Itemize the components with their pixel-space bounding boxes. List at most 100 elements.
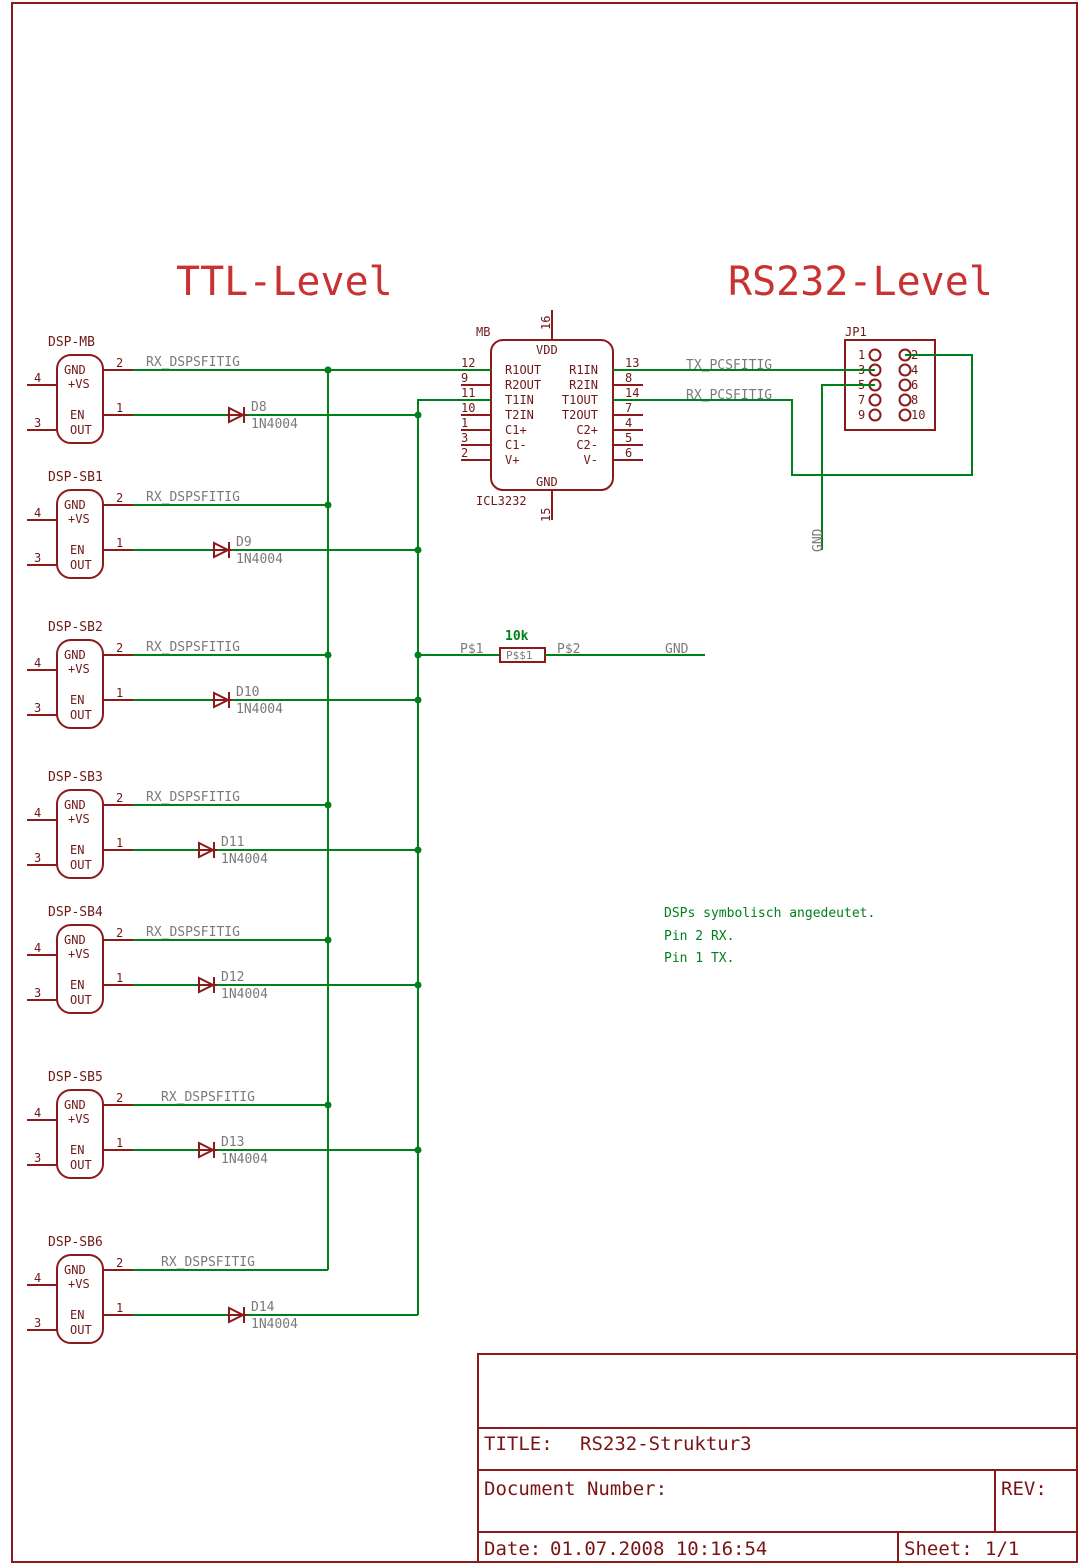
dsp-pin4-number: 4 (34, 1106, 41, 1120)
dsp-block: DSP-SB5GND+VSENOUT4321RX_DSPSFITIGD131N4… (27, 1070, 422, 1179)
diode-symbol (197, 1141, 217, 1159)
dsp-en-label: EN (70, 693, 84, 707)
ic-vdd-pin-number: 16 (539, 316, 553, 330)
dsp-name: DSP-SB1 (48, 470, 103, 485)
diode-ref: D8 (251, 400, 267, 415)
net-rx-dsp: RX_DSPSFITIG (161, 1090, 255, 1105)
diode-symbol (227, 1306, 247, 1324)
t1in-wire (417, 399, 491, 415)
resistor-pin2: P$2 (557, 642, 580, 657)
date-label: Date: (484, 1538, 541, 1560)
dsp-en-label: EN (70, 408, 84, 422)
dsp-out-label: OUT (70, 558, 92, 572)
net-gnd-connector: GND (811, 528, 826, 552)
note-line-3: Pin 1 TX. (664, 951, 734, 966)
diode-type: 1N4004 (251, 417, 298, 432)
dsp-vs-label: +VS (68, 812, 90, 826)
dsp-body (56, 639, 104, 729)
dsp-vs-label: +VS (68, 662, 90, 676)
title-label: TITLE: (484, 1433, 553, 1455)
dsp-body (56, 489, 104, 579)
dsp-pin4-number: 4 (34, 506, 41, 520)
dsp-en-label: EN (70, 843, 84, 857)
sheet-label: Sheet: (904, 1538, 973, 1560)
ic-left-pin-number: 2 (461, 446, 468, 460)
ic-right-pin-name: T2OUT (562, 408, 598, 422)
sheet-value: 1/1 (985, 1538, 1019, 1560)
jp1-pin-pad (898, 408, 912, 422)
jp1-right-pin-number: 8 (911, 393, 918, 407)
dsp-pin1-number: 1 (116, 1301, 123, 1315)
dsp-gnd-label: GND (64, 1098, 86, 1112)
ic-vdd-label: VDD (536, 343, 558, 357)
dsp-pin4-number: 4 (34, 1271, 41, 1285)
diode-type: 1N4004 (221, 852, 268, 867)
dsp-gnd-label: GND (64, 933, 86, 947)
ic-right-pin-number: 13 (625, 356, 639, 370)
dsp-pin2-number: 2 (116, 491, 123, 505)
dsp-pin2-number: 2 (116, 926, 123, 940)
ic-left-pin-number: 3 (461, 431, 468, 445)
dsp-pin4-number: 4 (34, 941, 41, 955)
ic-left-pin-number: 9 (461, 371, 468, 385)
date-value: 01.07.2008 10:16:54 (550, 1538, 767, 1560)
ic-right-pin-name: C2+ (576, 423, 598, 437)
diode-type: 1N4004 (221, 987, 268, 1002)
net-rx-dsp: RX_DSPSFITIG (146, 925, 240, 940)
dsp-block: DSP-SB2GND+VSENOUT4321RX_DSPSFITIGD101N4… (27, 620, 422, 729)
dsp-block: DSP-MBGND+VSENOUT4321RX_DSPSFITIGD81N400… (27, 335, 422, 444)
ic-right-pin-name: R1IN (569, 363, 598, 377)
dsp-name: DSP-SB6 (48, 1235, 103, 1250)
dsp-name: DSP-SB3 (48, 770, 103, 785)
sheet-border (11, 2, 1078, 1563)
ic-right-pin-number: 4 (625, 416, 632, 430)
ic-right-pin-name: C2- (576, 438, 598, 452)
dsp-pin3-number: 3 (34, 851, 41, 865)
dsp-name: DSP-SB4 (48, 905, 103, 920)
note-line-1: DSPs symbolisch angedeutet. (664, 906, 875, 921)
ic-left-pin-name: C1- (505, 438, 527, 452)
diode-symbol (227, 406, 247, 424)
diode-triangle (198, 841, 216, 859)
ic-left-pin-number: 10 (461, 401, 475, 415)
pulldown-resistor: 10k P$1 P$2 P$$1 GND (418, 629, 705, 663)
dsp-pin3-number: 3 (34, 1316, 41, 1330)
ttl-level-heading: TTL-Level (176, 259, 393, 305)
jp1-right-pin-number: 10 (911, 408, 925, 422)
ic-ref: MB (476, 325, 490, 339)
ic-left-pin-number: 1 (461, 416, 468, 430)
resistor-value: 10k (505, 629, 529, 644)
diode-type: 1N4004 (236, 702, 283, 717)
dsp-block: DSP-SB4GND+VSENOUT4321RX_DSPSFITIGD121N4… (27, 905, 422, 1014)
diode-ref: D10 (236, 685, 259, 700)
dsp-name: DSP-MB (48, 335, 95, 350)
dsp-out-label: OUT (70, 1158, 92, 1172)
jp1-pin-pad (898, 393, 912, 407)
jp1-pin-pad (868, 408, 882, 422)
ic-left-pin-name: V+ (505, 453, 519, 467)
dsp-out-label: OUT (70, 423, 92, 437)
jp1-ref: JP1 (845, 325, 867, 339)
diode-triangle (198, 1141, 216, 1159)
dsp-en-label: EN (70, 978, 84, 992)
net-rx-dsp: RX_DSPSFITIG (146, 490, 240, 505)
dsp-blocks: DSP-MBGND+VSENOUT4321RX_DSPSFITIGD81N400… (27, 335, 422, 1344)
dsp-out-label: OUT (70, 708, 92, 722)
dsp-name: DSP-SB5 (48, 1070, 103, 1085)
diode-symbol (197, 976, 217, 994)
dsp-en-label: EN (70, 1308, 84, 1322)
ic-left-pin-number: 12 (461, 356, 475, 370)
diode-ref: D14 (251, 1300, 275, 1315)
dsp-out-label: OUT (70, 1323, 92, 1337)
ic-left-pin-name: T1IN (505, 393, 534, 407)
dsp-vs-label: +VS (68, 377, 90, 391)
rs232-level-heading: RS232-Level (728, 259, 993, 305)
dsp-en-label: EN (70, 1143, 84, 1157)
dsp-pin4-number: 4 (34, 806, 41, 820)
ic-right-pin-name: V- (584, 453, 598, 467)
dsp-pin3-number: 3 (34, 416, 41, 430)
jp1-left-pin-number: 7 (858, 393, 865, 407)
jp1-right-pin-number: 4 (911, 363, 918, 377)
